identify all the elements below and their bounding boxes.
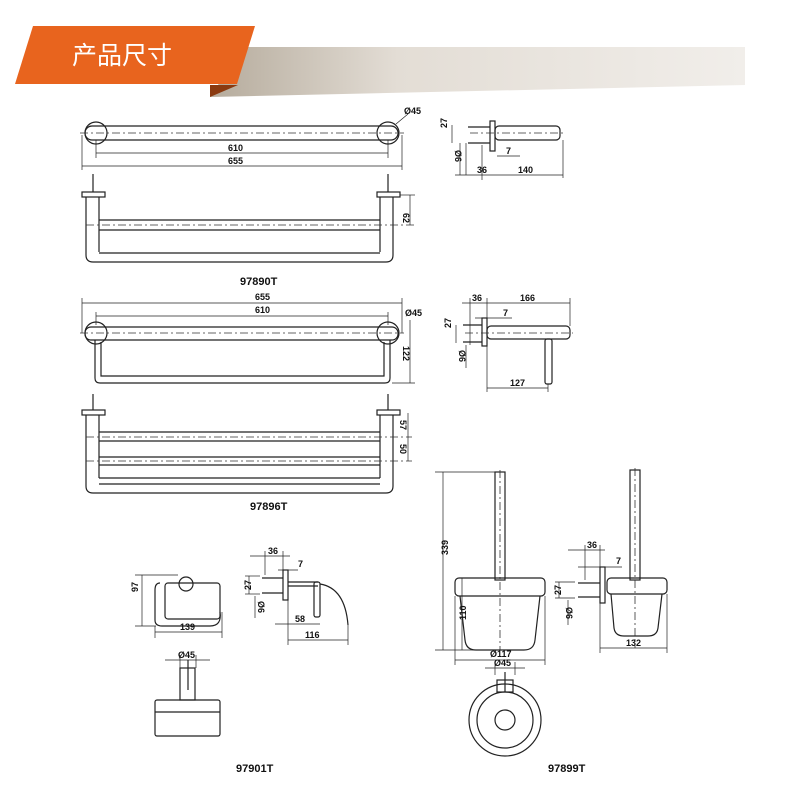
header-tab (15, 26, 255, 84)
dim-117: Ø117 (490, 649, 512, 659)
dim-166: 166 (520, 293, 535, 303)
dim-36: 36 (477, 165, 487, 175)
dim-27: 27 (439, 118, 449, 128)
dim-6: Ø6 (256, 601, 266, 613)
header-band (210, 47, 745, 97)
drawing-97901T: 97 139 36 7 27 Ø6 58 116 Ø45 97901T (130, 546, 349, 775)
dim-6: Ø6 (564, 607, 574, 619)
model-label-97890T: 97890T (240, 276, 278, 288)
dim-27: 27 (443, 318, 453, 328)
dim-116: 116 (305, 630, 320, 640)
dim-27: 27 (553, 585, 563, 595)
drawing-97890T: 610 655 Ø45 62 97890T 27 Ø6 7 36 140 (80, 106, 565, 288)
drawing-97896T: 655 610 Ø45 122 57 50 97896T 36 166 7 (80, 292, 573, 513)
dim-50: 50 (398, 444, 408, 454)
dim-132: 132 (626, 638, 641, 648)
dim-140: 140 (518, 165, 533, 175)
model-label-97896T: 97896T (250, 501, 288, 513)
dim-122: 122 (401, 346, 411, 361)
dim-36: 36 (587, 540, 597, 550)
section-header: 产品尺寸 (15, 26, 745, 97)
dim-610: 610 (228, 143, 243, 153)
dim-diameter: Ø45 (178, 650, 195, 660)
dim-62: 62 (401, 213, 411, 223)
dim-6: Ø6 (457, 350, 467, 362)
dim-7: 7 (506, 146, 511, 156)
dim-139: 139 (180, 622, 195, 632)
dim-110: 110 (458, 605, 468, 620)
dim-127: 127 (510, 378, 525, 388)
dim-655: 655 (228, 156, 243, 166)
dim-7: 7 (298, 559, 303, 569)
model-label-97901T: 97901T (236, 763, 274, 775)
dim-7: 7 (616, 556, 621, 566)
dim-36: 36 (268, 546, 278, 556)
header-fold (210, 85, 238, 97)
dim-diameter: Ø45 (405, 308, 422, 318)
dim-610: 610 (255, 305, 270, 315)
dim-339: 339 (440, 540, 450, 555)
dim-36: 36 (472, 293, 482, 303)
dim-diameter: Ø45 (494, 658, 511, 668)
drawing-97899T: 339 110 Ø117 36 7 27 Ø6 132 Ø45 97899T (435, 468, 668, 775)
dim-7: 7 (503, 308, 508, 318)
dim-6: Ø6 (453, 150, 463, 162)
dim-655: 655 (255, 292, 270, 302)
dim-diameter: Ø45 (404, 106, 421, 116)
dim-57: 57 (398, 420, 408, 430)
dim-58: 58 (295, 614, 305, 624)
model-label-97899T: 97899T (548, 763, 586, 775)
header-title: 产品尺寸 (72, 41, 172, 70)
dim-27: 27 (243, 580, 253, 590)
dim-97: 97 (130, 582, 140, 592)
